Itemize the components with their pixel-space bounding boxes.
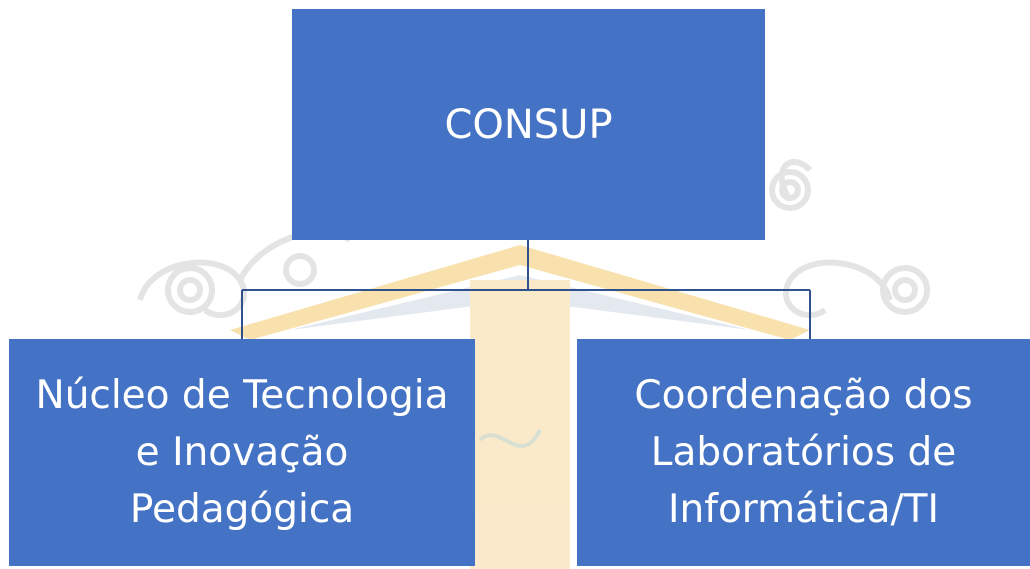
org-node-nucleo-tecnologia: Núcleo de Tecnologia e Inovação Pedagógi… [9,339,475,566]
org-node-label: Núcleo de Tecnologia e Inovação Pedagógi… [35,373,449,532]
org-node-consup: CONSUP [292,9,765,240]
org-node-coordenacao-laboratorios: Coordenação dos Laboratórios de Informát… [577,339,1030,566]
left-scroll-ornament [137,229,352,319]
right-scroll-ornament [769,159,930,319]
org-node-label: CONSUP [444,101,613,148]
org-node-label: Coordenação dos Laboratórios de Informát… [634,373,973,532]
